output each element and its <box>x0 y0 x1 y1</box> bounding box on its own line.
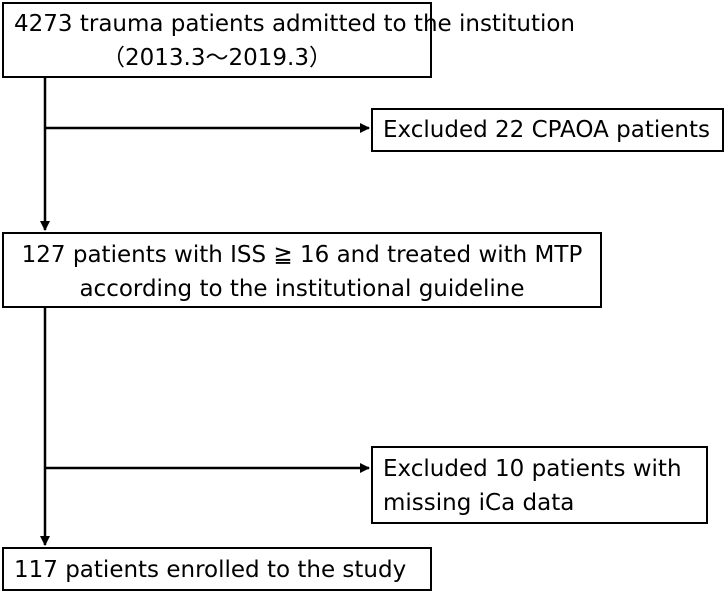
excluded-cpaoa-text: Excluded 22 CPAOA patients <box>383 117 710 143</box>
total-patients-text: 4273 trauma patients admitted to the ins… <box>14 11 575 37</box>
excluded-missing-ica-box: Excluded 10 patients with missing iCa da… <box>371 446 708 524</box>
excluded-cpaoa-box: Excluded 22 CPAOA patients <box>371 108 724 152</box>
iss-mtp-patients-box: 127 patients with ISS ≧ 16 and treated w… <box>2 232 602 308</box>
excluded-missing-text-line-1: Excluded 10 patients with <box>383 456 682 482</box>
iss-mtp-text-line-2: according to the institutional guideline <box>79 276 525 302</box>
enrolled-patients-box: 117 patients enrolled to the study <box>2 547 432 591</box>
iss-mtp-text-line-1: 127 patients with ISS ≧ 16 and treated w… <box>21 242 583 268</box>
study-period-text: （2013.3～2019.3） <box>102 45 332 71</box>
excluded-missing-text-line-2: missing iCa data <box>383 490 575 516</box>
enrolled-patients-text: 117 patients enrolled to the study <box>14 557 407 583</box>
total-patients-box: 4273 trauma patients admitted to the ins… <box>2 2 575 78</box>
